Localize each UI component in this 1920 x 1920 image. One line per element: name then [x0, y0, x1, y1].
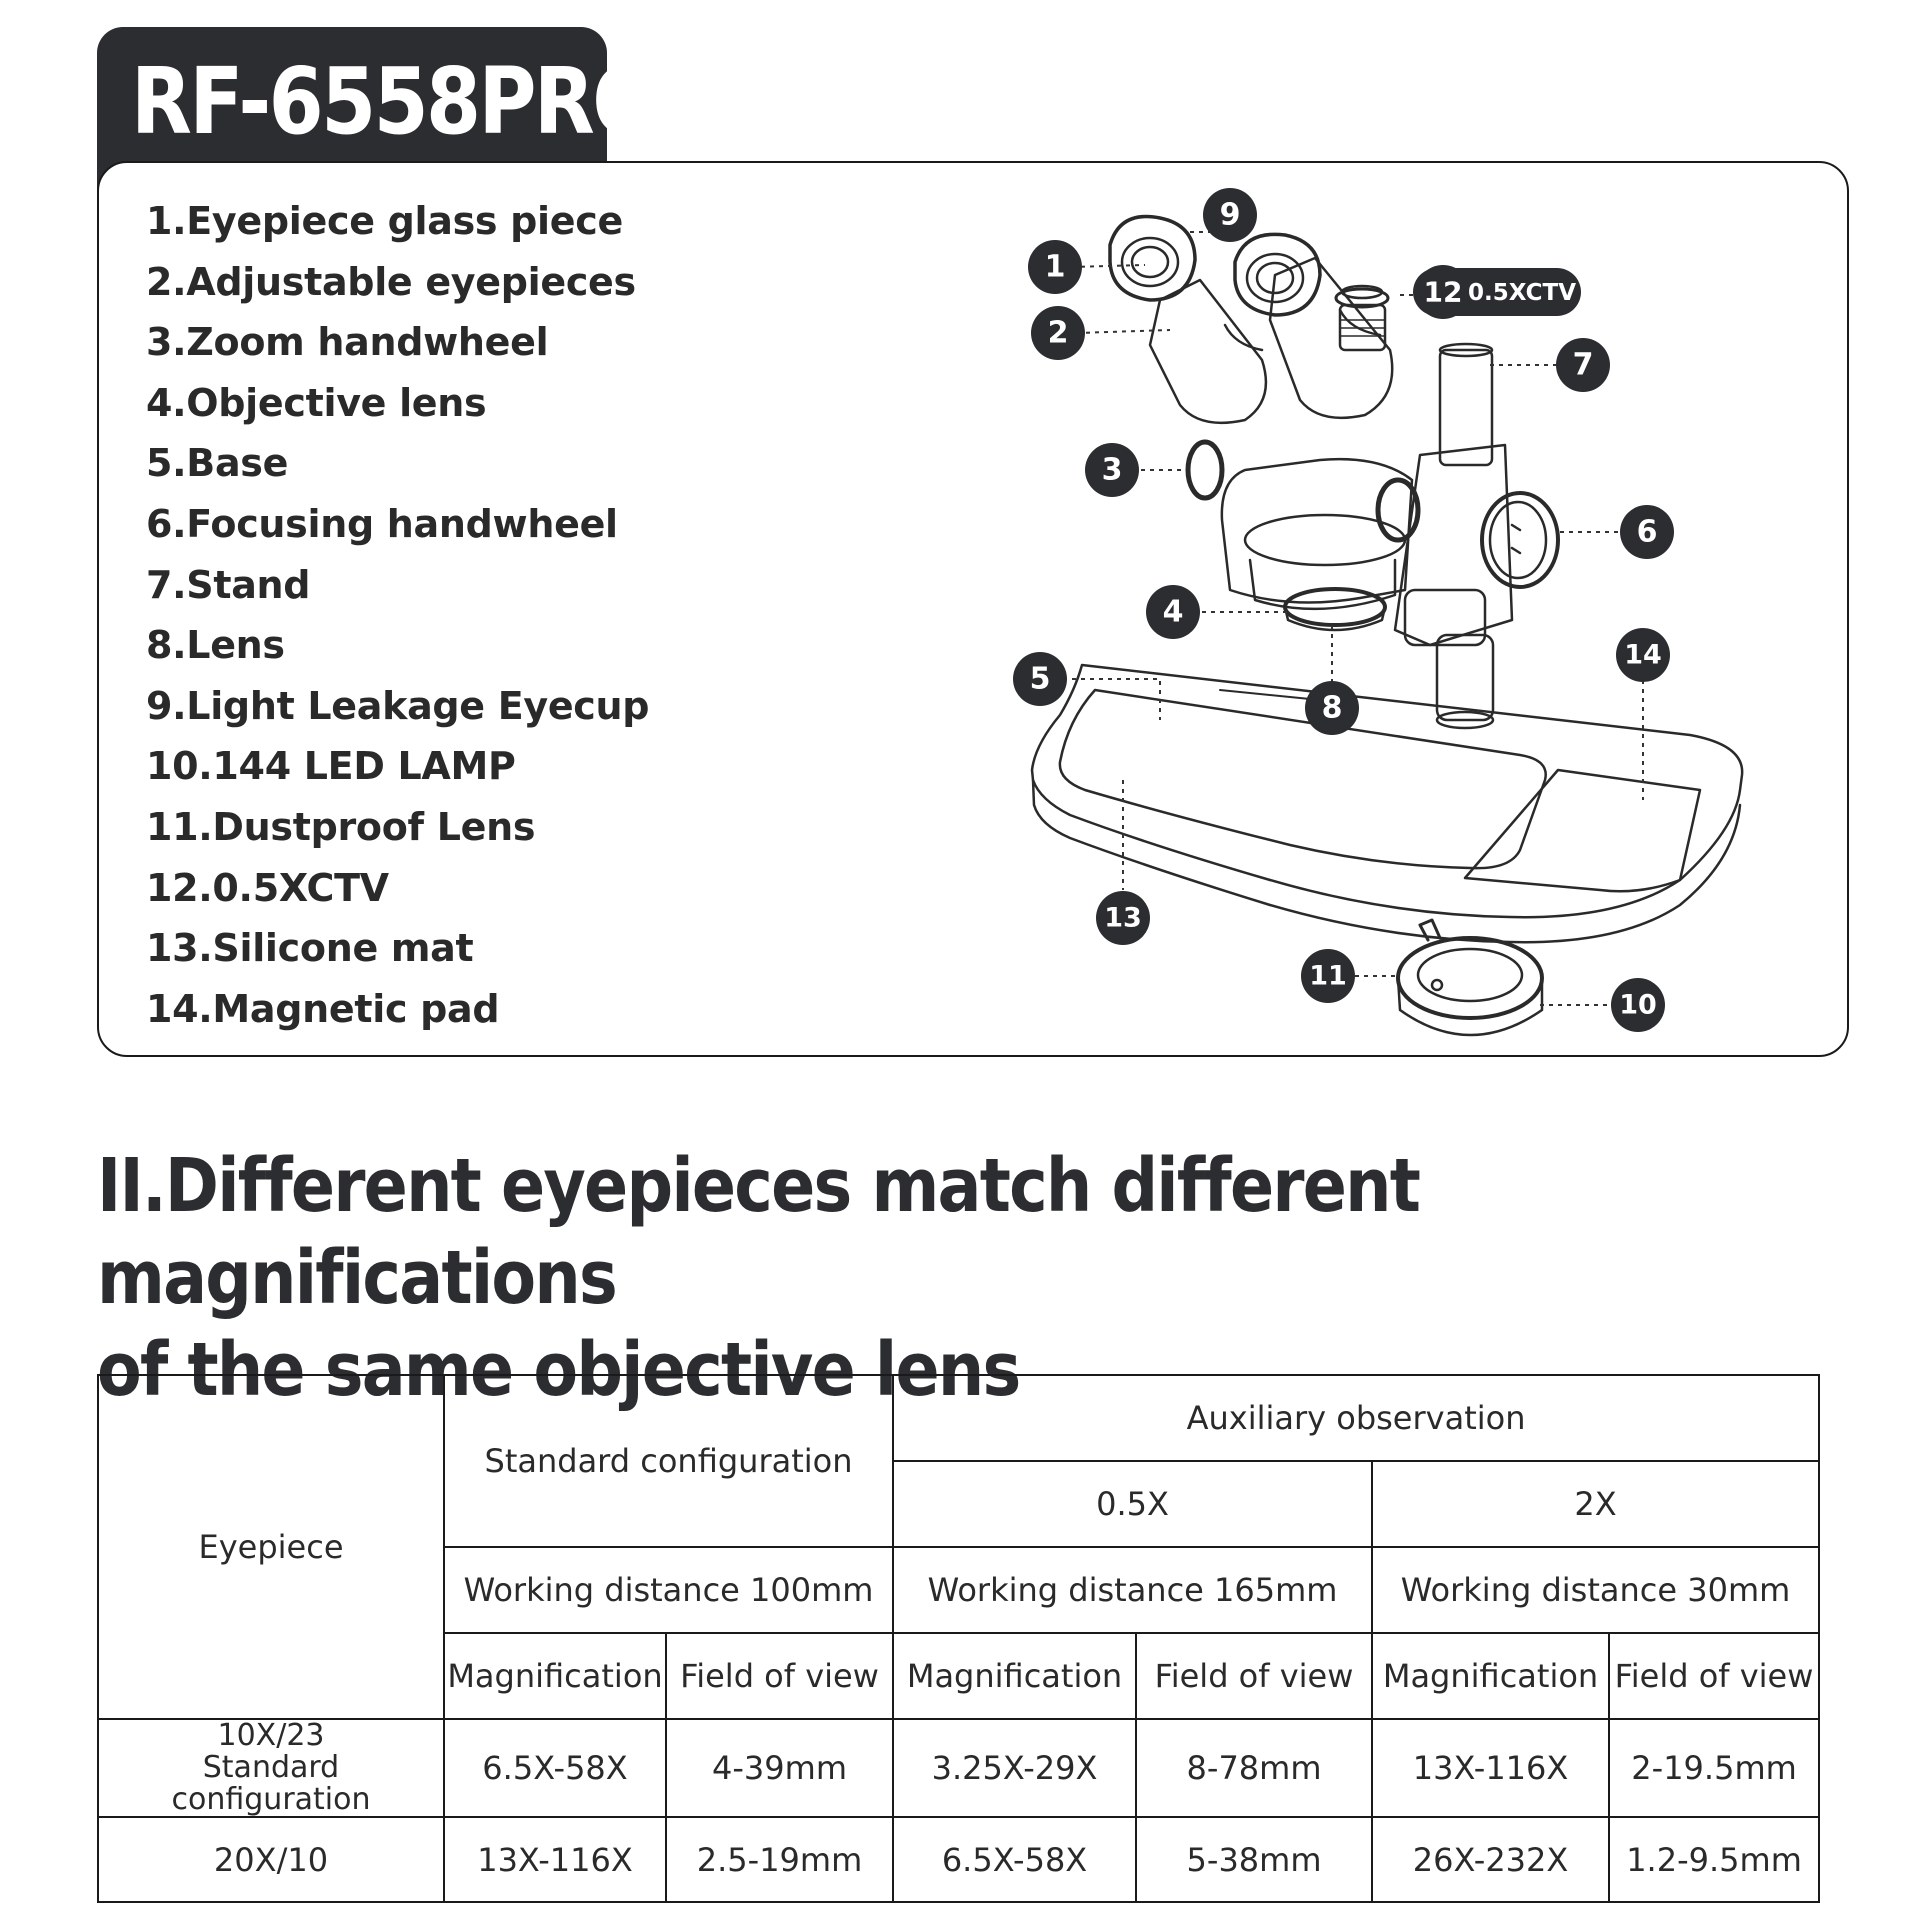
- header-0.5x-field-of-view: Field of view: [1135, 1632, 1374, 1720]
- magnification-table: Eyepiece Standard configuration Auxiliar…: [97, 1374, 1821, 1903]
- cell-2x-magnification: 26X-232X: [1371, 1816, 1611, 1903]
- focusing-knob: [1480, 491, 1560, 589]
- parts-panel: 1.Eyepiece glass piece 2.Adjustable eyep…: [97, 161, 1849, 1057]
- part-item-7: 7.Stand: [146, 562, 311, 607]
- svg-text:12: 12: [1424, 276, 1463, 309]
- row-eyepiece-spec: 20X/10: [97, 1816, 445, 1903]
- part-item-13: 13.Silicone mat: [146, 926, 474, 971]
- row-eyepiece-spec: 10X/23: [217, 1719, 325, 1753]
- part-item-3: 3.Zoom handwheel: [146, 320, 549, 365]
- part-item-5: 5.Base: [146, 441, 289, 486]
- cell-standard-magnification: 6.5X-58X: [443, 1718, 667, 1818]
- section-heading-line1: II.Different eyepieces match different m…: [97, 1143, 1421, 1321]
- svg-text:11: 11: [1309, 961, 1347, 992]
- svg-text:8: 8: [1322, 691, 1343, 726]
- svg-text:10: 10: [1619, 990, 1657, 1021]
- callout-4: 4: [1146, 585, 1200, 639]
- callout-7: 7: [1556, 338, 1610, 392]
- cell-0.5x-field-of-view: 5-38mm: [1135, 1816, 1374, 1903]
- part-item-10: 10.144 LED LAMP: [146, 744, 516, 789]
- header-working-distance-2x: Working distance 30mm: [1371, 1546, 1821, 1634]
- row-eyepiece: 10X/23 Standard configuration: [97, 1718, 445, 1818]
- table-row: 10X/23 Standard configuration 6.5X-58X 4…: [97, 1718, 1821, 1818]
- svg-text:4: 4: [1163, 595, 1184, 630]
- part-item-14: 14.Magnetic pad: [146, 986, 500, 1031]
- callout-2: 2: [1031, 306, 1085, 360]
- svg-text:14: 14: [1624, 640, 1662, 671]
- callout-11: 11: [1301, 949, 1355, 1003]
- part-item-1: 1.Eyepiece glass piece: [146, 199, 623, 243]
- header-aux-0.5x: 0.5X: [892, 1460, 1374, 1548]
- callout-14: 14: [1616, 628, 1670, 682]
- cell-2x-field-of-view: 1.2-9.5mm: [1608, 1816, 1821, 1903]
- cell-0.5x-magnification: 3.25X-29X: [892, 1718, 1138, 1818]
- base-plate: [1030, 663, 1744, 919]
- part-item-9: 9.Light Leakage Eyecup: [146, 683, 650, 728]
- silicone-mat: [1058, 688, 1547, 870]
- header-2x-field-of-view: Field of view: [1608, 1632, 1821, 1720]
- magnetic-pad: [1463, 768, 1702, 893]
- parts-list: 1.Eyepiece glass piece 2.Adjustable eyep…: [146, 191, 650, 1039]
- cell-2x-magnification: 13X-116X: [1371, 1718, 1611, 1818]
- svg-text:7: 7: [1573, 348, 1594, 383]
- svg-text:6: 6: [1637, 515, 1658, 550]
- model-title: RF-6558PRO: [131, 48, 660, 155]
- part-item-6: 6.Focusing handwheel: [146, 501, 618, 546]
- callout-10: 10: [1611, 978, 1665, 1032]
- callout-5: 5: [1013, 652, 1067, 706]
- svg-text:1: 1: [1045, 250, 1066, 285]
- cell-standard-magnification: 13X-116X: [443, 1816, 667, 1903]
- header-standard-field-of-view: Field of view: [664, 1632, 895, 1720]
- cell-0.5x-field-of-view: 8-78mm: [1135, 1718, 1374, 1818]
- callout-1: 1: [1028, 240, 1082, 294]
- callout-8: 8: [1305, 681, 1359, 735]
- part-item-2: 2.Adjustable eyepieces: [146, 259, 636, 304]
- table-row: 20X/10 13X-116X 2.5-19mm 6.5X-58X 5-38mm…: [97, 1816, 1821, 1903]
- svg-text:9: 9: [1220, 198, 1241, 233]
- svg-text:5: 5: [1030, 662, 1051, 697]
- eyecup-left: [1108, 214, 1197, 302]
- zoom-knob-right: [1375, 477, 1421, 543]
- cell-standard-field-of-view: 2.5-19mm: [664, 1816, 895, 1903]
- cell-0.5x-magnification: 6.5X-58X: [892, 1816, 1138, 1903]
- part-item-12: 12.0.5XCTV: [146, 865, 389, 910]
- eyecup-right: [1233, 232, 1322, 317]
- callout-12: 12 0.5XCTV: [1413, 265, 1581, 319]
- callout-13: 13: [1096, 891, 1150, 945]
- cell-2x-field-of-view: 2-19.5mm: [1608, 1718, 1821, 1818]
- callout-3: 3: [1085, 443, 1139, 497]
- part-item-11: 11.Dustproof Lens: [146, 804, 536, 849]
- header-eyepiece: Eyepiece: [97, 1374, 445, 1720]
- callout-6: 6: [1620, 505, 1674, 559]
- header-standard-magnification: Magnification: [443, 1632, 667, 1720]
- cell-standard-field-of-view: 4-39mm: [664, 1718, 895, 1818]
- part-item-4: 4.Objective lens: [146, 380, 487, 425]
- svg-text:3: 3: [1102, 453, 1123, 488]
- part-item-8: 8.Lens: [146, 623, 285, 668]
- header-aux-2x: 2X: [1371, 1460, 1821, 1548]
- callout-9: 9: [1203, 188, 1257, 242]
- svg-text:2: 2: [1048, 316, 1069, 351]
- header-0.5x-magnification: Magnification: [892, 1632, 1138, 1720]
- zoom-knob-left: [1185, 439, 1225, 501]
- svg-text:13: 13: [1104, 903, 1142, 934]
- header-working-distance-standard: Working distance 100mm: [442, 1546, 895, 1634]
- row-eyepiece-note: Standard configuration: [171, 1750, 371, 1817]
- stand-pillar: [1438, 348, 1494, 467]
- header-2x-magnification: Magnification: [1371, 1632, 1611, 1720]
- svg-text:0.5XCTV: 0.5XCTV: [1468, 280, 1576, 306]
- header-working-distance-0.5x: Working distance 165mm: [892, 1546, 1374, 1634]
- header-auxiliary-observation: Auxiliary observation: [892, 1374, 1821, 1462]
- header-standard-configuration: Standard configuration: [442, 1374, 895, 1548]
